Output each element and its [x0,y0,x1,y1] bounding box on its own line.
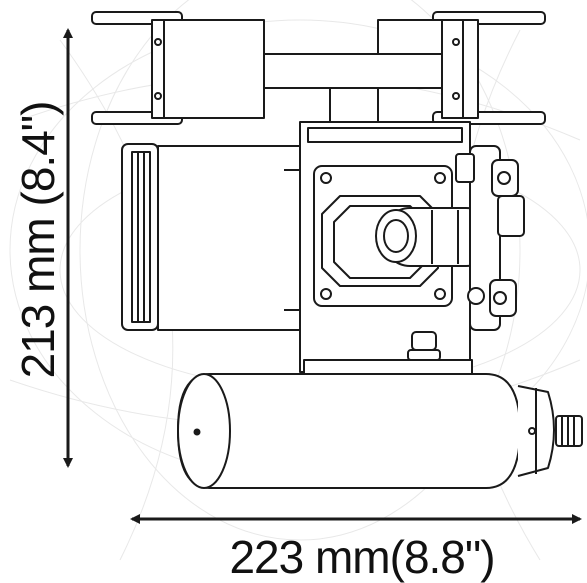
width-dimension-label: 223 mm(8.8") [229,531,495,583]
side-fittings [455,145,525,331]
mounting-bracket [91,11,546,125]
bottom-cylinder [177,373,583,489]
device-drawing [91,11,583,489]
height-dimension-label: 213 mm (8.4") [12,101,64,379]
adjustment-knob [303,331,473,375]
